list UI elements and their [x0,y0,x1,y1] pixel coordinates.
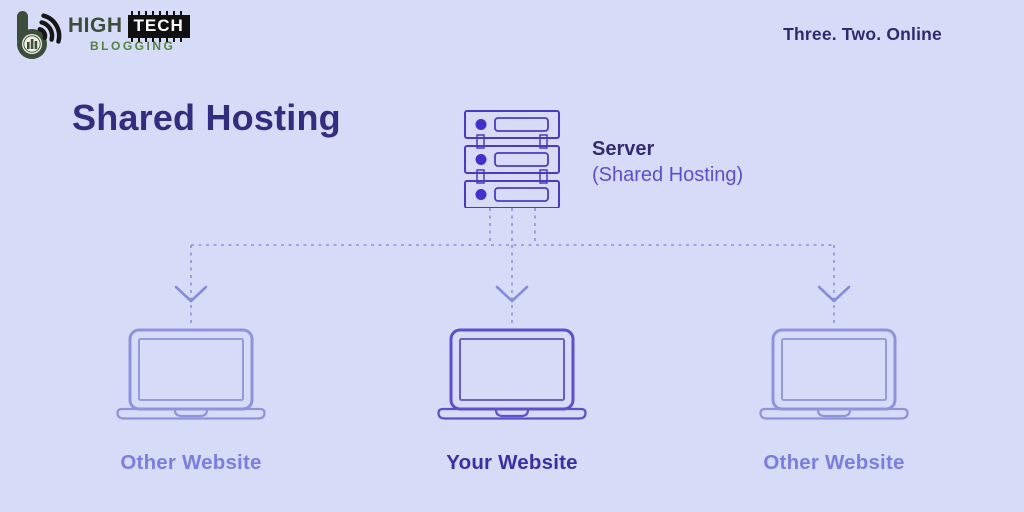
hightech-blogging-logo: HIGH TECH BLOGGING [12,8,190,62]
tagline: Three. Two. Online [783,24,942,44]
laptop-icon [437,328,587,420]
client-other-website-right: Other Website [709,328,959,475]
logo-word-blogging: BLOGGING [90,39,176,53]
logo-wordmark: HIGH TECH BLOGGING [68,10,190,53]
server-label-block: Server (Shared Hosting) [592,137,743,188]
client-label: Other Website [763,451,905,474]
client-your-website: Your Website [387,328,637,475]
laptop-icon [759,328,909,420]
page-title: Shared Hosting [72,97,341,138]
client-label: Your Website [446,451,578,474]
client-label: Other Website [120,451,262,474]
logo-b-wifi-icon [17,11,62,59]
logo-word-tech: TECH [133,15,184,35]
arrow-down-icon [174,285,208,303]
logo-word-high: HIGH [68,14,123,37]
server-label: Server [592,138,655,160]
arrow-down-icon [817,285,851,303]
client-other-website-left: Other Website [66,328,316,475]
laptop-icon [116,328,266,420]
tech-chip-badge: TECH [127,10,190,42]
server-rack-icon [464,110,560,208]
server-sublabel: (Shared Hosting) [592,163,744,186]
arrow-down-icon [495,285,529,303]
